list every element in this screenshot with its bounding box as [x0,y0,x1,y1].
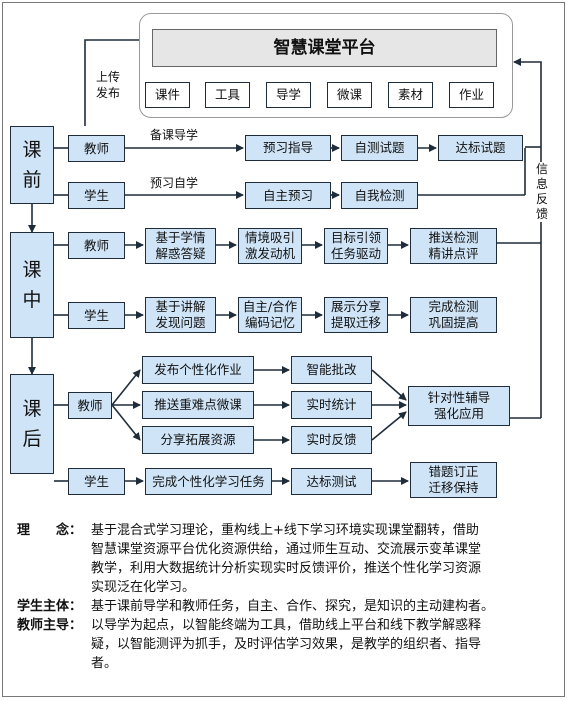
step-line: 目标引领 [330,230,381,245]
outcome-line: 错题订正 [428,464,479,479]
in-teacher-step-1: 基于学情 解惑答疑 [145,228,216,264]
phase-char: 中 [22,289,42,311]
in-student-box: 学生 [68,302,125,329]
resource-microlesson: 微课 [327,82,372,108]
step-line: 完成检测 [428,299,479,314]
step-line: 巩固提高 [428,315,479,330]
in-teacher-step-2: 情境吸引 激发动机 [238,228,302,264]
feedback-char: 信 [535,162,548,176]
note-line: 基于课前导学和教师任务，自主、合作、探究，是知识的主动建构者。 [91,599,495,614]
phase-pre-class: 课 前 [10,126,54,204]
pre-student-step-2: 自我检测 [341,182,418,209]
post-teacher-task-3: 分享拓展资源 [142,426,254,454]
note-teacher-lead: 教师主导： 以导学为起点，以智能终端为工具，借助线上平台和线下教学解惑释 [17,616,547,635]
post-student-outcome: 错题订正 迁移保持 [410,462,497,498]
resource-tools: 工具 [205,82,250,108]
note-line: 者。 [91,656,118,671]
outcome-line: 针对性辅导 [427,390,491,405]
step-line: 展示分享 [330,299,381,314]
pre-teacher-step-1: 预习指导 [245,135,331,161]
phase-post-class: 课 后 [10,374,54,474]
post-student-step-1: 完成个性化学习任务 [145,468,272,495]
phase-char: 课 [22,398,42,420]
note-student-subject: 学生主体： 基于课前导学和教师任务，自主、合作、探究，是知识的主动建构者。 [17,597,547,616]
in-teacher-step-4: 推送检测 精讲点评 [410,228,497,264]
note-term: 教师主导： [17,618,83,633]
step-line: 激发动机 [244,246,295,261]
step-line: 发现问题 [155,315,206,330]
feedback-char: 息 [535,177,548,191]
step-line: 自主/合作 [242,299,298,314]
post-teacher-result-1: 智能批改 [291,356,372,384]
pre-teacher-step-2: 自测试题 [341,135,418,161]
resource-guidance: 导学 [266,82,311,108]
note-line: 智慧课堂资源平台优化资源供给，通过师生互动、交流展示变革课堂 [91,542,482,557]
note-line: 以导学为起点，以智能终端为工具，借助线上平台和线下教学解惑释 [91,618,482,633]
note-line: 基于混合式学习理论，重构线上+线下学习环境实现课堂翻转，借助 [91,523,479,538]
outcome-line: 强化应用 [433,406,484,421]
phase-char: 前 [22,169,42,191]
note-line: 教学，利用大数据统计分析实现实时反馈评价，推送个性化学习资源 [91,561,482,576]
notes: 理 念： 基于混合式学习理论，重构线上+线下学习环境实现课堂翻转，借助 智慧课堂… [17,521,547,673]
post-teacher-result-2: 实时统计 [291,391,372,419]
feedback-char: 反 [535,192,548,206]
post-teacher-task-1: 发布个性化作业 [142,356,254,384]
note-line: 实现泛在化学习。 [91,580,196,595]
post-teacher-task-2: 推送重难点微课 [142,391,254,419]
post-teacher-outcome: 针对性辅导 强化应用 [408,386,510,426]
phase-char: 后 [22,428,42,450]
pre-student-path-label: 预习自学 [150,176,199,190]
outcome-line: 迁移保持 [428,480,479,495]
in-student-step-4: 完成检测 巩固提高 [410,297,497,333]
pre-student-step-1: 自主预习 [245,182,331,209]
feedback-char: 馈 [535,207,548,221]
post-student-box: 学生 [68,468,125,495]
feedback-label: 信 息 反 馈 [535,162,549,222]
step-line: 解惑答疑 [155,246,206,261]
post-teacher-result-3: 实时反馈 [291,426,372,454]
phase-char: 课 [22,259,42,281]
step-line: 基于学情 [155,230,206,245]
note-concept: 理 念： 基于混合式学习理论，重构线上+线下学习环境实现课堂翻转，借助 [17,521,547,540]
pre-teacher-step-3: 达标试题 [438,135,523,161]
step-line: 提取迁移 [330,315,381,330]
step-line: 情境吸引 [244,230,295,245]
resource-materials: 素材 [388,82,433,108]
post-teacher-box: 教师 [68,392,112,419]
in-teacher-box: 教师 [68,232,125,259]
upload-label-line2: 发布 [96,86,121,100]
note-term: 理 念： [17,523,83,538]
in-student-step-1: 基于讲解 发现问题 [145,297,216,333]
platform-title: 智慧课堂平台 [152,29,497,67]
step-line: 精讲点评 [428,246,479,261]
resource-courseware: 课件 [145,82,190,108]
resource-homework: 作业 [449,82,494,108]
step-line: 基于讲解 [155,299,206,314]
note-line: 疑，以智能测评为抓手，及时评估学习效果，是教学的组织者、指导 [91,637,482,652]
step-line: 编码记忆 [244,315,295,330]
phase-in-class: 课 中 [10,232,54,338]
pre-student-box: 学生 [68,182,125,209]
pre-teacher-path-label: 备课导学 [150,128,199,142]
in-teacher-step-3: 目标引领 任务驱动 [324,228,388,264]
phase-char: 课 [22,139,42,161]
pre-teacher-box: 教师 [68,135,125,162]
step-line: 推送检测 [428,230,479,245]
post-student-step-2: 达标测试 [291,468,372,495]
step-line: 任务驱动 [330,246,381,261]
note-term: 学生主体： [17,599,83,614]
in-student-step-3: 展示分享 提取迁移 [324,297,388,333]
in-student-step-2: 自主/合作 编码记忆 [238,297,302,333]
upload-label-line1: 上传 [96,70,121,84]
